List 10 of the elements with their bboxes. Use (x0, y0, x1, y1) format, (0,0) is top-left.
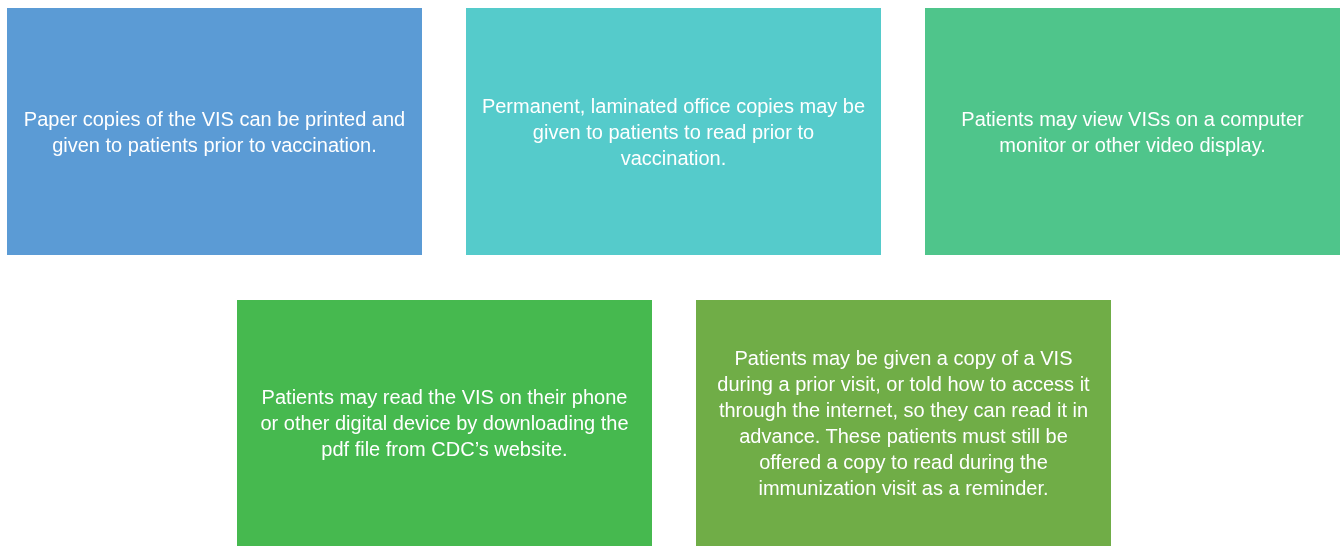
info-box (7, 8, 422, 255)
box-text: Patients may view VISs on a computer monitor or other video display. (960, 106, 1305, 158)
info-box (466, 8, 881, 255)
info-box (925, 8, 1340, 255)
info-box (696, 300, 1111, 546)
info-box (237, 300, 652, 546)
box-text: Paper copies of the VIS can be printed and given to patients prior to vaccination. (22, 106, 407, 158)
box-text: Patients may be given a copy of a VIS during a prior visit, or told how to access it through the internet, so they can read it in advance. These patients must still be offered a copy to read during the immunization visit as a reminder. (716, 346, 1091, 501)
box-text: Patients may read the VIS on their phone or other digital device by downloading the pdf file from CDC’s website. (259, 385, 630, 462)
box-text: Permanent, laminated office copies may be given to patients to read prior to vaccination. (480, 93, 867, 171)
